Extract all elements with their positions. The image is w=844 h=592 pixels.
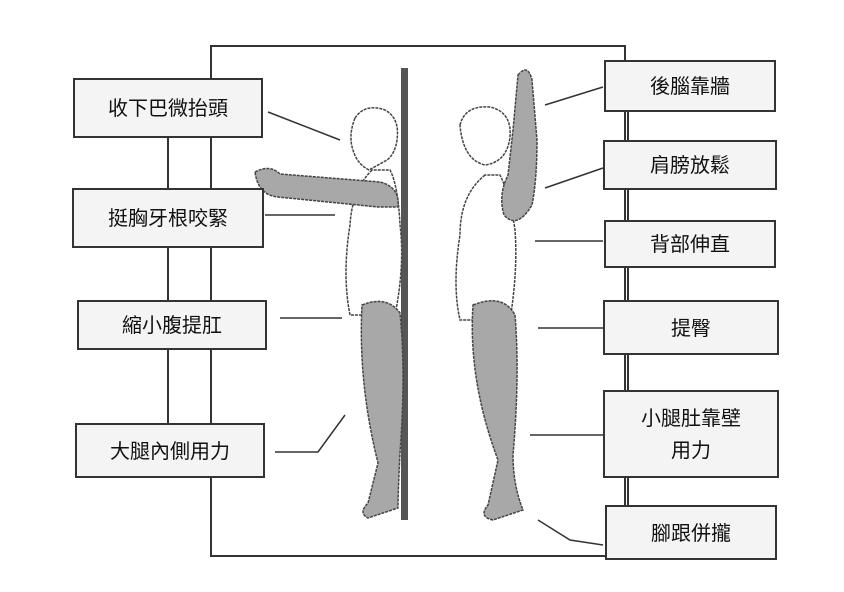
label-head-to-wall: 後腦靠牆: [604, 60, 776, 112]
label-inner-thigh: 大腿內側用力: [75, 423, 265, 478]
label-text: 縮小腹提肛: [122, 313, 222, 337]
label-text: 腳跟併攏: [651, 520, 731, 545]
label-text: 肩膀放鬆: [650, 153, 730, 177]
box-connectors: [167, 112, 629, 505]
label-text: 大腿內側用力: [110, 438, 230, 463]
label-tuck-abdomen: 縮小腹提肛: [77, 300, 267, 350]
label-text: 收下巴微抬頭: [108, 96, 228, 120]
figure-side-arm-forward: [254, 107, 404, 519]
label-straight-back: 背部伸直: [604, 220, 776, 268]
label-chest-out: 挺胸牙根咬緊: [72, 188, 264, 248]
figure-side-arm-up: [455, 69, 538, 521]
label-chin-tuck: 收下巴微抬頭: [73, 78, 263, 138]
label-relax-shoulders: 肩膀放鬆: [603, 140, 777, 190]
label-calves-to-wall: 小腿肚靠壁用力: [603, 390, 779, 478]
label-text: 後腦靠牆: [650, 74, 730, 98]
leader-lines: [265, 86, 604, 546]
label-text: 挺胸牙根咬緊: [108, 206, 228, 230]
wall-pole: [401, 68, 408, 520]
label-heels-together: 腳跟併攏: [605, 505, 777, 560]
label-text: 背部伸直: [650, 232, 730, 256]
label-text: 小腿肚靠壁: [641, 406, 741, 430]
label-lift-hips: 提臀: [603, 300, 779, 355]
label-text: 提臀: [671, 315, 711, 340]
label-text: 用力: [671, 438, 711, 462]
